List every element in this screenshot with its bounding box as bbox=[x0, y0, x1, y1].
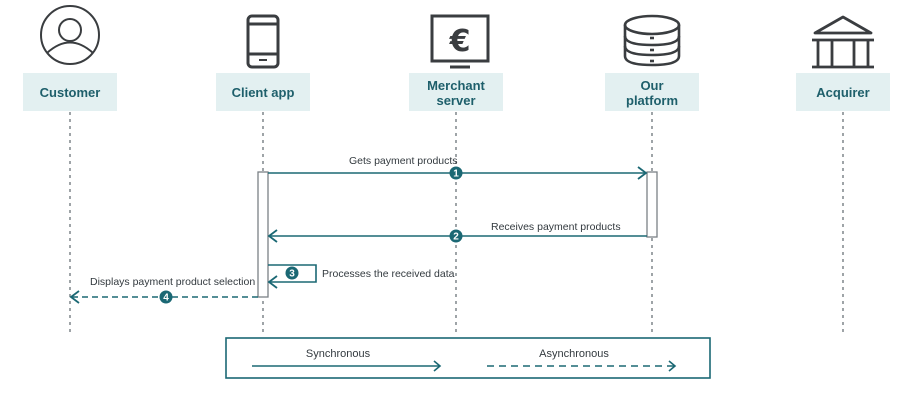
step-number: 3 bbox=[289, 269, 295, 280]
actor-customer: Customer bbox=[23, 5, 117, 111]
message-1: Gets payment products 1 bbox=[268, 155, 648, 180]
arrowhead-icon bbox=[267, 229, 278, 243]
message-2: Receives payment products 2 bbox=[267, 221, 647, 243]
arrowhead-icon bbox=[668, 360, 677, 372]
actor-client-app: Client app bbox=[216, 14, 310, 111]
message-3: Processes the received data 3 bbox=[267, 264, 455, 289]
arrowhead-icon bbox=[433, 360, 442, 372]
arrowhead-icon bbox=[267, 275, 278, 289]
actor-box bbox=[796, 73, 890, 111]
actor-our-platform: Our platform bbox=[605, 14, 699, 111]
step-number: 4 bbox=[163, 293, 169, 304]
message-label: Gets payment products bbox=[349, 155, 458, 167]
actor-acquirer: Acquirer bbox=[796, 15, 890, 111]
message-label: Receives payment products bbox=[491, 221, 621, 233]
activation-bar-client-app bbox=[257, 171, 269, 298]
monitor-euro-icon: € bbox=[430, 14, 490, 69]
arrowhead-icon bbox=[69, 290, 80, 304]
smartphone-icon bbox=[246, 14, 280, 69]
actor-label-line-1: Our bbox=[640, 78, 663, 93]
actor-label-line-2: server bbox=[436, 93, 475, 108]
message-label: Displays payment product selection bbox=[90, 276, 255, 288]
actor-box bbox=[409, 73, 503, 111]
svg-text:€: € bbox=[449, 24, 471, 59]
legend-box bbox=[225, 337, 711, 379]
database-icon bbox=[623, 14, 681, 67]
step-badge bbox=[159, 290, 173, 304]
step-badge bbox=[285, 266, 299, 280]
arrowhead-icon bbox=[637, 166, 648, 180]
lifelines bbox=[69, 112, 844, 332]
actor-merchant-server: Merchant server € bbox=[409, 14, 503, 111]
message-4: Displays payment product selection 4 bbox=[69, 276, 258, 304]
message-arrow-line bbox=[268, 264, 317, 283]
actor-label: Customer bbox=[40, 85, 101, 100]
step-badge bbox=[449, 229, 463, 243]
actor-box bbox=[216, 73, 310, 111]
step-number: 1 bbox=[453, 169, 459, 180]
legend-synchronous-label: Synchronous bbox=[306, 348, 371, 360]
actor-box bbox=[605, 73, 699, 111]
actor-label-line-1: Merchant bbox=[427, 78, 485, 93]
actor-label-line-2: platform bbox=[626, 93, 678, 108]
legend-asynchronous-label: Asynchronous bbox=[539, 348, 609, 360]
user-circle-icon bbox=[40, 5, 100, 65]
actor-box bbox=[23, 73, 117, 111]
step-badge bbox=[449, 166, 463, 180]
activation-bar-our-platform bbox=[646, 171, 658, 238]
actor-label: Acquirer bbox=[816, 85, 869, 100]
message-label: Processes the received data bbox=[322, 268, 455, 280]
actor-label: Client app bbox=[232, 85, 295, 100]
legend: Synchronous Asynchronous bbox=[225, 337, 711, 379]
step-number: 2 bbox=[453, 232, 459, 243]
bank-building-icon bbox=[812, 15, 874, 69]
